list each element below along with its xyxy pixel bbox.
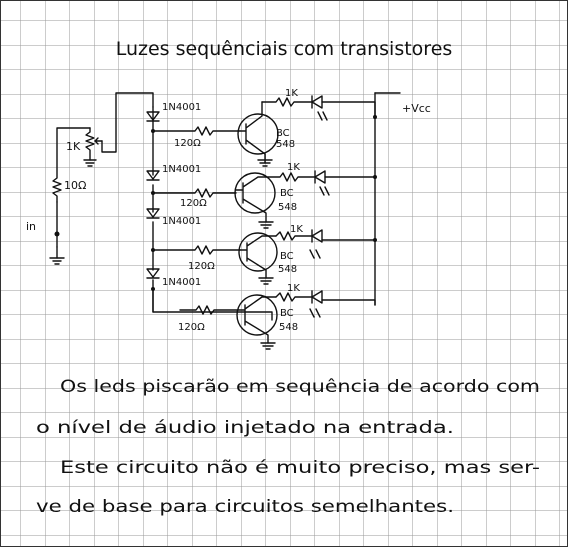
transistor-label-4a: BC xyxy=(280,308,294,319)
paragraph-line-2: o nível de áudio injetado na entrada. xyxy=(36,418,454,437)
diode-label-4: 1N4001 xyxy=(162,277,201,288)
pot-label: 1K xyxy=(66,140,81,153)
page-title: Luzes sequênciais com transistores xyxy=(116,38,453,60)
transistor-label-2b: 548 xyxy=(278,202,297,213)
stage-2 xyxy=(152,170,376,229)
led-resistor-label-3: 1K xyxy=(290,224,303,235)
paragraph-line-1: Os leds piscarão em sequência de acordo … xyxy=(60,377,540,396)
diode-label-2: 1N4001 xyxy=(162,164,201,175)
paragraph-line-3: Este circuito não é muito preciso, mas s… xyxy=(60,458,540,477)
led-resistor-label-1: 1K xyxy=(285,88,298,99)
vcc-label: +Vcc xyxy=(402,102,431,115)
diode-label-1: 1N4001 xyxy=(162,102,201,113)
transistor-label-4b: 548 xyxy=(279,322,298,333)
input-resistor-label: 10Ω xyxy=(64,179,86,192)
input-label: in xyxy=(26,220,36,233)
stage-1 xyxy=(152,95,376,167)
stage-4 xyxy=(152,288,376,350)
stage-3 xyxy=(152,229,376,285)
base-resistor-label-3: 120Ω xyxy=(188,261,215,272)
base-resistor-label-1: 120Ω xyxy=(174,138,201,149)
transistor-label-1a: BC xyxy=(276,128,290,139)
transistor-3 xyxy=(238,232,278,272)
transistor-label-3a: BC xyxy=(280,251,294,262)
transistor-4 xyxy=(236,294,278,336)
base-resistor-label-2: 120Ω xyxy=(180,198,207,209)
input-node xyxy=(54,231,60,237)
transistor-label-1b: 548 xyxy=(276,139,295,150)
transistor-1 xyxy=(237,113,279,155)
transistor-2 xyxy=(234,172,276,214)
transistor-label-2a: BC xyxy=(280,188,294,199)
paragraph-line-4: ve de base para circuitos semelhantes. xyxy=(36,497,454,516)
led-resistor-label-4: 1K xyxy=(287,283,300,294)
transistor-label-3b: 548 xyxy=(278,264,297,275)
diode-label-3: 1N4001 xyxy=(162,216,201,227)
base-resistor-label-4: 120Ω xyxy=(178,322,205,333)
input-section xyxy=(49,92,154,265)
led-resistor-label-2: 1K xyxy=(287,162,300,173)
